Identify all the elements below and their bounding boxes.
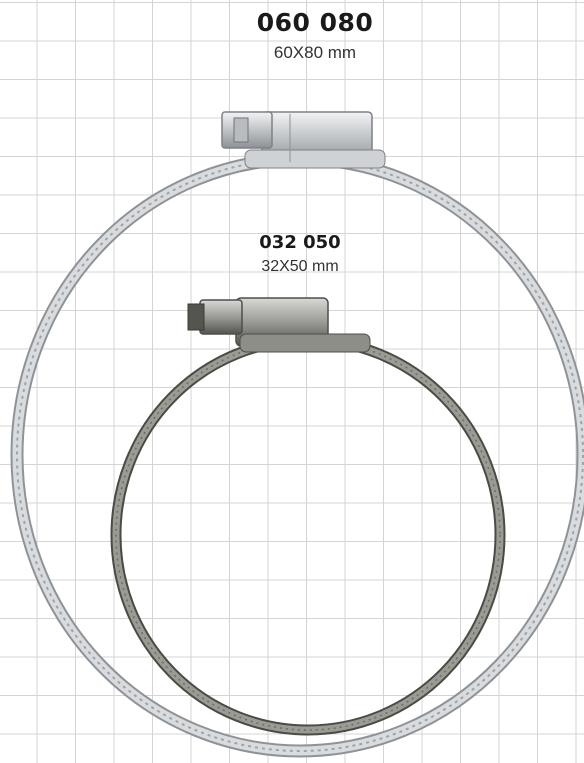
small-clamp-band-perforation: [115, 339, 501, 731]
small-hose-clamp: [110, 297, 506, 736]
large-clamp-band-perforation: [16, 158, 584, 752]
small-clamp-label: 032 050 32X50 mm: [225, 232, 375, 276]
small-clamp-code: 032 050: [259, 232, 341, 253]
large-clamp-label: 060 080 60X80 mm: [220, 8, 410, 63]
large-hose-clamp: [10, 111, 584, 758]
large-clamp-size: 60X80 mm: [273, 43, 357, 62]
small-clamp-band: [112, 336, 504, 734]
small-clamp-housing: [187, 297, 371, 353]
large-clamp-code: 060 080: [256, 8, 374, 37]
large-clamp-housing: [221, 111, 386, 169]
small-clamp-size: 32X50 mm: [261, 258, 339, 275]
